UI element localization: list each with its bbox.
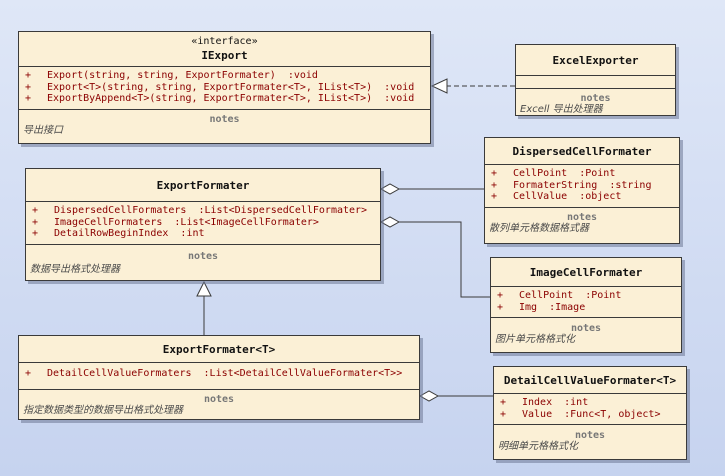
- notes-text: 指定数据类型的数据导出格式处理器: [23, 404, 183, 416]
- visibility-marker: +: [500, 408, 507, 420]
- visibility-marker: +: [25, 93, 32, 104]
- realization-connector: [430, 78, 515, 94]
- member-row: + CellPoint :Point: [491, 168, 673, 180]
- aggregation-connector-image: [379, 216, 490, 298]
- member-list: + CellPoint :Point + FormaterString :strin…: [485, 165, 679, 208]
- class-header: «interface» IExport: [19, 32, 430, 67]
- member-list: [516, 76, 675, 89]
- member-row: + Index :int: [500, 397, 680, 409]
- notes-label: notes: [566, 211, 598, 223]
- member-list: + DetailCellValueFormaters :List<DetailCe…: [19, 363, 419, 390]
- notes-label: notes: [570, 323, 602, 334]
- notes-label: notes: [209, 113, 240, 125]
- excel-exporter-class-box[interactable]: ExcelExporter notes Excell 导出处理器: [515, 44, 676, 116]
- member-row: + DetailRowBeginIndex :int: [32, 228, 374, 240]
- notes-label: notes: [203, 393, 235, 405]
- export-formater-class-box[interactable]: ExportFormater + DispersedCellFormaters :…: [25, 168, 381, 281]
- member-row: + ImageCellFormaters :List<ImageCellForma…: [32, 217, 374, 229]
- visibility-marker: +: [491, 191, 498, 202]
- member-text: Export(string, string, ExportFormater) :…: [47, 70, 318, 81]
- class-header: ImageCellFormater: [491, 258, 681, 287]
- member-list: + CellPoint :Point + Img :Image: [491, 287, 681, 318]
- visibility-marker: +: [32, 205, 39, 216]
- member-text: ImageCellFormaters :List<ImageCellFormat…: [54, 216, 319, 228]
- notes-text: 数据导出格式处理器: [30, 263, 120, 275]
- visibility-marker: +: [497, 290, 504, 301]
- visibility-marker: +: [25, 368, 32, 379]
- notes-text: 图片单元格格式化: [495, 334, 575, 345]
- export-formater-generic-class-box[interactable]: ExportFormater<T> + DetailCellValueFormat…: [18, 335, 420, 420]
- notes-label: notes: [574, 430, 606, 441]
- class-header: DispersedCellFormater: [485, 138, 679, 165]
- notes-text: 明细单元格格式化: [498, 441, 578, 452]
- member-text: Export<T>(string, string, ExportFormater…: [47, 81, 415, 93]
- member-row: + CellValue :object: [491, 191, 673, 203]
- visibility-marker: +: [25, 81, 32, 93]
- visibility-marker: +: [497, 301, 504, 313]
- member-text: CellValue :object: [513, 191, 622, 202]
- member-row: + CellPoint :Point: [497, 290, 675, 302]
- member-row: + Img :Image: [497, 302, 675, 314]
- notes-text: 散列单元格数据格式器: [489, 222, 589, 234]
- detail-cell-value-formater-class-box[interactable]: DetailCellValueFormater<T> + Index :int +…: [493, 366, 687, 460]
- visibility-marker: +: [32, 228, 39, 239]
- visibility-marker: +: [491, 168, 498, 179]
- member-row: + DispersedCellFormaters :List<DispersedC…: [32, 205, 374, 217]
- class-name: ImageCellFormater: [529, 266, 643, 279]
- member-text: ExportByAppend<T>(string, ExportFormater…: [47, 93, 415, 104]
- class-stereotype: «interface»: [191, 36, 258, 47]
- member-row: + Export(string, string, ExportFormater) …: [25, 70, 424, 82]
- class-header: ExportFormater: [26, 169, 380, 202]
- member-list: + Export(string, string, ExportFormater) …: [19, 67, 430, 110]
- member-text: FormaterString :string: [513, 179, 652, 191]
- image-cell-formater-class-box[interactable]: ImageCellFormater + CellPoint :Point + Img…: [490, 257, 682, 353]
- member-text: DispersedCellFormaters :List<DispersedCe…: [54, 205, 368, 216]
- class-name: IExport: [201, 49, 248, 62]
- member-text: CellPoint :Point: [519, 290, 622, 301]
- aggregation-connector-dispersed: [379, 183, 484, 195]
- member-text: Index :int: [522, 397, 589, 408]
- notes-label: notes: [580, 93, 611, 104]
- dispersed-cell-formater-class-box[interactable]: DispersedCellFormater + CellPoint :Point …: [484, 137, 680, 244]
- class-name: ExportFormater: [156, 179, 250, 192]
- member-row: + ExportByAppend<T>(string, ExportFormate…: [25, 93, 424, 105]
- member-text: DetailRowBeginIndex :int: [54, 228, 205, 239]
- member-list: + DispersedCellFormaters :List<DispersedC…: [26, 202, 380, 245]
- visibility-marker: +: [491, 179, 498, 191]
- member-row: + Value :Func<T, object>: [500, 409, 680, 421]
- class-header: ExportFormater<T>: [19, 336, 419, 363]
- class-name: DispersedCellFormater: [512, 145, 652, 158]
- class-name: ExportFormater<T>: [162, 343, 276, 356]
- member-text: Value :Func<T, object>: [522, 408, 661, 420]
- iexport-class-box[interactable]: «interface» IExport + Export(string, stri…: [18, 31, 431, 144]
- notes-text: 导出接口: [23, 124, 63, 136]
- notes-label: notes: [187, 250, 219, 262]
- member-row: + DetailCellValueFormaters :List<DetailCe…: [25, 368, 413, 380]
- class-header: DetailCellValueFormater<T>: [494, 367, 686, 394]
- member-row: + Export<T>(string, string, ExportFormate…: [25, 82, 424, 94]
- aggregation-connector-detail: [418, 390, 493, 402]
- visibility-marker: +: [500, 397, 507, 408]
- member-text: DetailCellValueFormaters :List<DetailCel…: [47, 368, 403, 379]
- visibility-marker: +: [32, 216, 39, 228]
- class-name: DetailCellValueFormater<T>: [503, 374, 677, 387]
- member-text: Img :Image: [519, 301, 586, 313]
- member-text: CellPoint :Point: [513, 168, 616, 179]
- class-name: ExcelExporter: [552, 54, 639, 67]
- member-row: + FormaterString :string: [491, 180, 673, 192]
- notes-text: Excell 导出处理器: [520, 104, 603, 115]
- class-header: ExcelExporter: [516, 45, 675, 76]
- generalization-connector: [196, 280, 212, 335]
- member-list: + Index :int + Value :Func<T, object>: [494, 394, 686, 425]
- visibility-marker: +: [25, 70, 32, 81]
